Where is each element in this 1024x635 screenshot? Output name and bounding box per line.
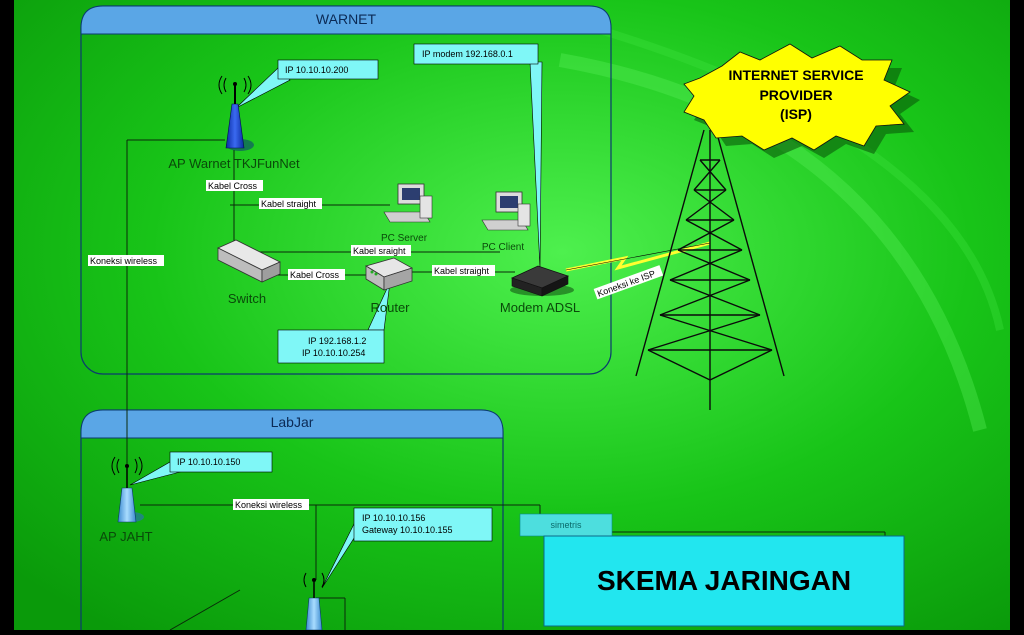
isp-starburst: INTERNET SERVICE PROVIDER (ISP) (683, 43, 920, 158)
ap-jaht-label: AP JAHT (99, 529, 152, 544)
swirl-decoration (598, 26, 1004, 331)
router-label: Router (370, 300, 410, 315)
title-box: simetris SKEMA JARINGAN (519, 513, 905, 627)
pc-client-label: PC Client (482, 242, 524, 253)
isp-line3: (ISP) (780, 106, 812, 122)
label-kabel-cross-1: Kabel Cross (208, 181, 258, 191)
page-title: SKEMA JARINGAN (597, 565, 851, 596)
isp-line1: INTERNET SERVICE (728, 67, 863, 83)
ap-warnet-label: AP Warnet TKJFunNet (168, 156, 300, 171)
callout-ap-jaht-ip: IP 10.10.10.150 (129, 451, 273, 486)
swirl-decoration (558, 53, 987, 432)
callout-router-ip: IP 192.168.1.2 IP 10.10.10.254 (277, 281, 391, 364)
router-ip2-text: IP 10.10.10.254 (302, 348, 365, 358)
tower-icon (635, 129, 785, 410)
label-koneksi-wireless-1: Koneksi wireless (90, 256, 158, 266)
label-kabel-straight-1: Kabel straight (261, 199, 317, 209)
modem-label: Modem ADSL (500, 300, 580, 315)
modem-ip-text: IP modem 192.168.0.1 (422, 49, 513, 59)
callout-modem-ip: IP modem 192.168.0.1 (413, 43, 543, 269)
client-ip-text: IP 10.10.10.156 (362, 513, 425, 523)
ap-warnet-ip-text: IP 10.10.10.200 (285, 65, 348, 75)
label-kabel-sraight: Kabel sraight (353, 246, 406, 256)
warnet-panel: WARNET (80, 5, 612, 375)
ap-jaht-icon (111, 456, 144, 523)
label-kabel-cross-2: Kabel Cross (290, 270, 340, 280)
pc-server-icon (383, 183, 433, 223)
client-gateway-text: Gateway 10.10.10.155 (362, 525, 453, 535)
switch-icon (217, 239, 281, 283)
lightning-bolt (565, 241, 711, 272)
router-ip1-text: IP 192.168.1.2 (308, 336, 366, 346)
modem-icon (510, 265, 574, 297)
isp-line2: PROVIDER (759, 87, 832, 103)
labjar-title: LabJar (271, 414, 314, 430)
switch-label: Switch (228, 291, 266, 306)
label-kabel-straight-2: Kabel straight (434, 266, 490, 276)
ap-warnet-icon (218, 75, 254, 151)
title-tag: simetris (551, 520, 582, 530)
router-icon (365, 257, 414, 291)
pc-client-icon (481, 191, 531, 231)
labjar-panel: LabJar (80, 409, 504, 635)
ap-jaht-ip-text: IP 10.10.10.150 (177, 457, 240, 467)
callout-ap-warnet-ip: IP 10.10.10.200 (235, 59, 379, 109)
link-modem-isp (565, 242, 711, 271)
pc-server-label: PC Server (381, 233, 428, 244)
warnet-title: WARNET (316, 11, 377, 27)
label-koneksi-wireless-2: Koneksi wireless (235, 500, 303, 510)
antenna-icon (303, 572, 325, 631)
callout-client-ip: IP 10.10.10.156 Gateway 10.10.10.155 (321, 507, 493, 589)
